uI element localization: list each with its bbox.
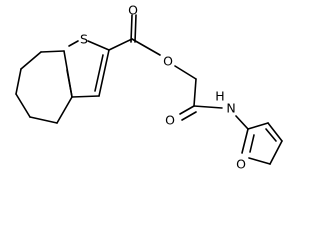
bond [66,69,73,98]
atom-label-s: S [80,32,88,47]
bond [87,40,110,51]
bond [71,95,100,98]
bond [68,40,79,47]
bond [15,68,22,95]
bond [29,116,58,124]
bond [15,93,31,118]
atom-label-o-carbonyl-ester: O [128,3,138,18]
bond [40,50,65,53]
atom-label-o-furan: O [236,157,246,172]
bond [193,78,197,107]
bond [248,157,271,165]
bond [267,122,283,142]
furan-ring [241,122,283,165]
bond [247,122,269,130]
atom-label-n: N [226,101,235,116]
bond [193,105,223,109]
bond [134,14,137,43]
bond [241,128,249,154]
atom-label-o-ester: O [163,54,173,69]
ester-group [108,14,197,80]
atom-label-h: H [215,89,224,104]
molecule-canvas: S O O O N H O [15,2,283,172]
bond [131,38,161,56]
bond [235,115,249,130]
thiophene-ring [63,40,110,98]
bond [98,49,110,97]
bond [56,96,73,124]
bond [108,38,133,51]
bond [181,111,197,121]
bond [179,105,195,115]
molecule-structure: S O O O N H O [15,3,283,172]
bond [174,65,197,80]
bond [20,51,42,70]
bond [269,140,283,165]
bond [94,54,104,92]
bond [249,134,255,153]
amide-group [179,78,249,130]
bond [130,14,133,43]
atom-label-o-carbonyl-amide: O [165,113,175,128]
cycloheptane-ring [15,50,73,124]
bond [265,128,277,142]
